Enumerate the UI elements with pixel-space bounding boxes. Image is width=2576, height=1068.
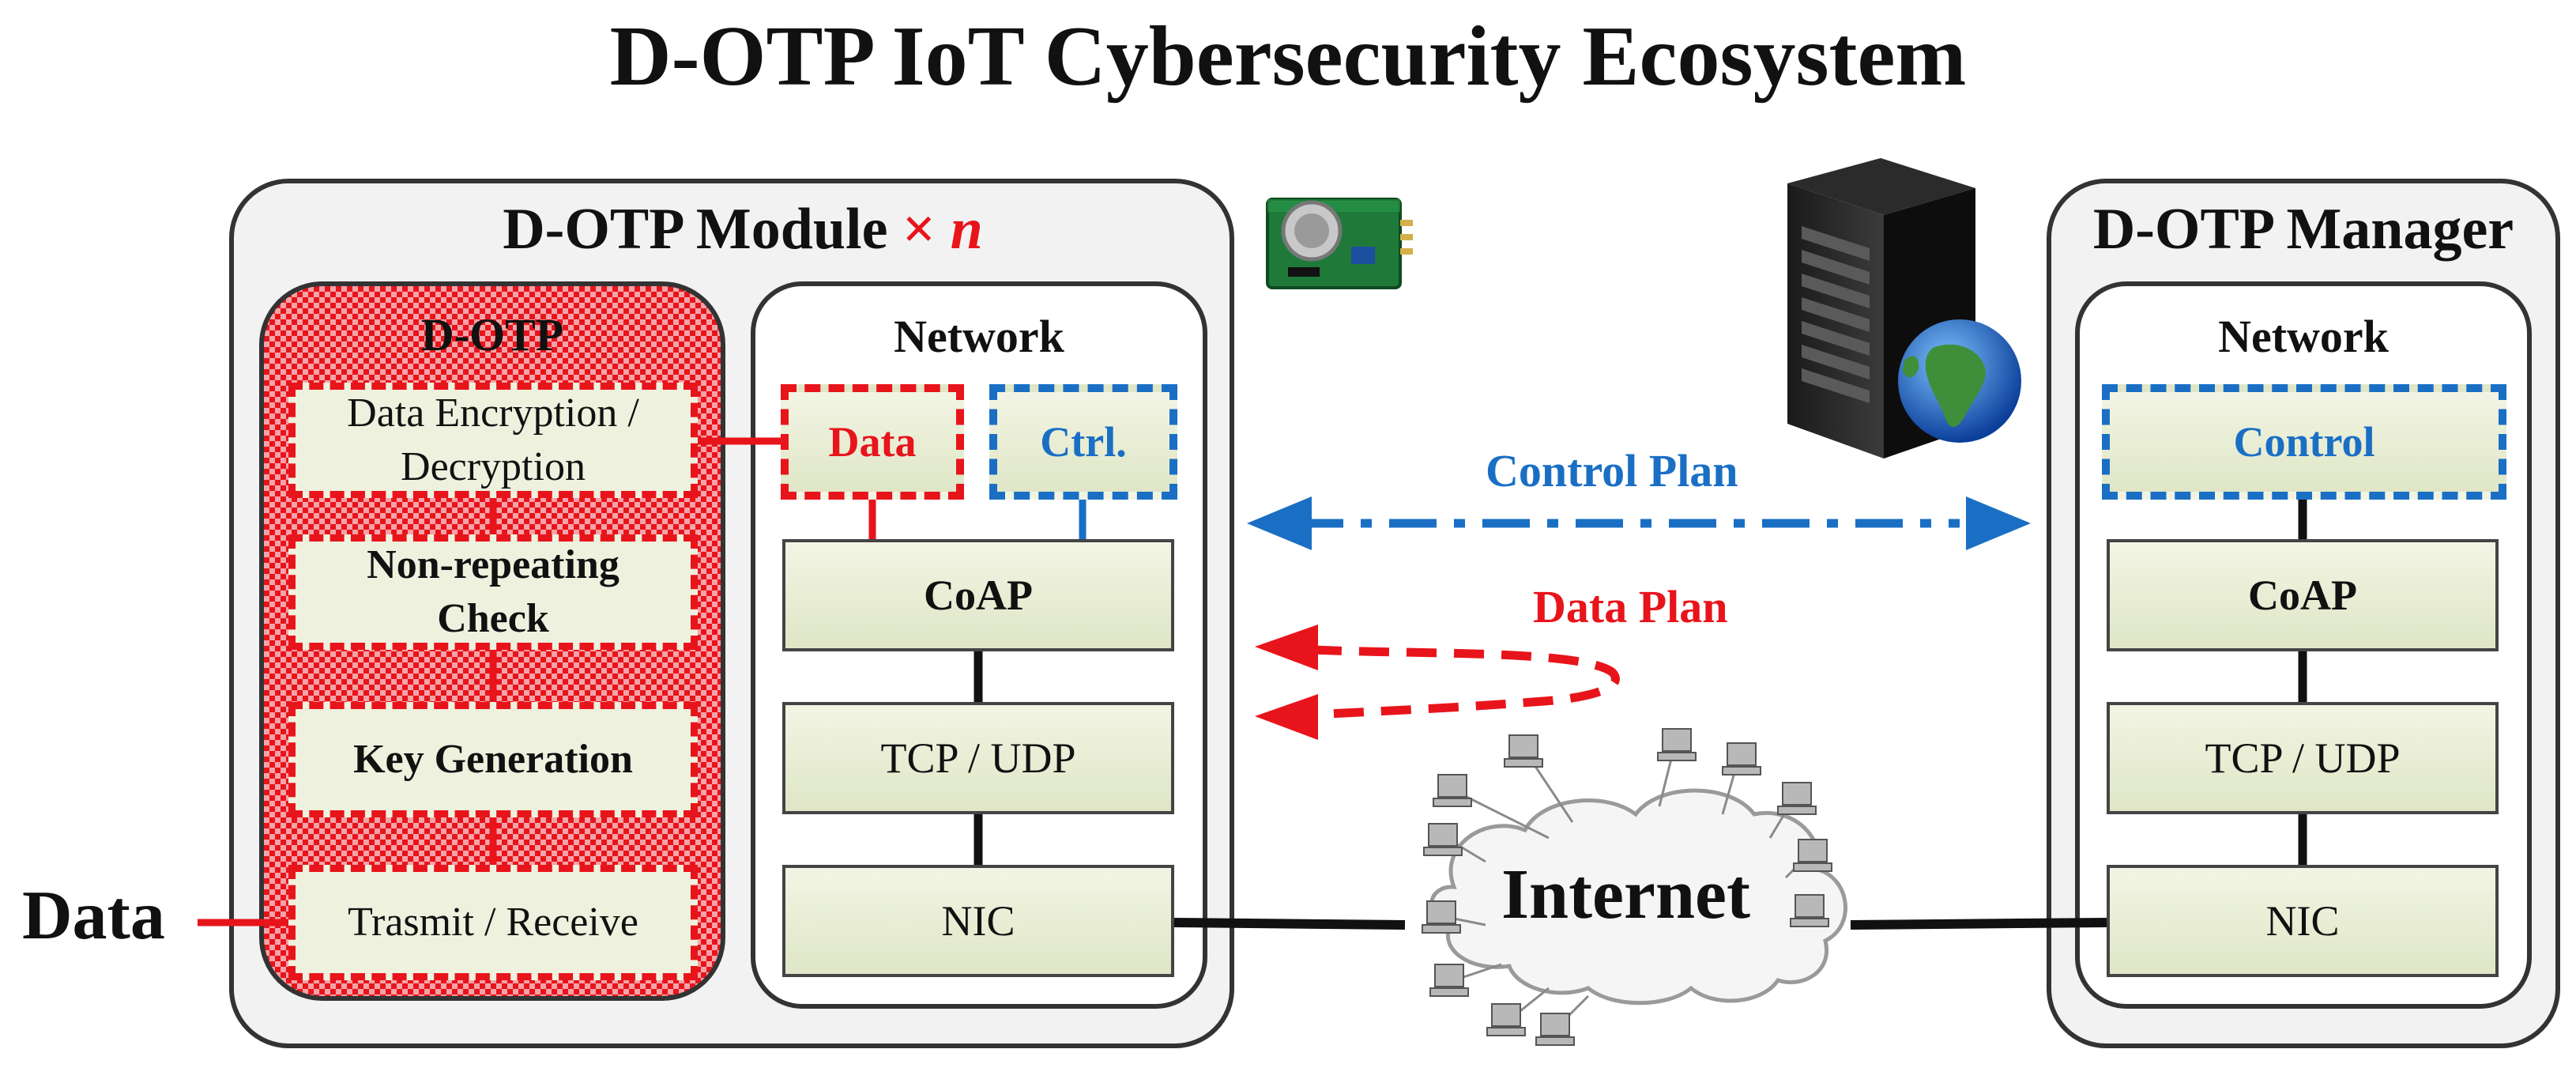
manager-network-title: Network bbox=[2218, 311, 2389, 362]
dotp-module-title: D-OTP Module × n bbox=[443, 196, 1043, 263]
computer-icon bbox=[1423, 823, 1463, 856]
computer-icon bbox=[1429, 964, 1469, 997]
module-network-title: Network bbox=[894, 311, 1064, 362]
manager-coap-layer: CoAP bbox=[2107, 539, 2499, 651]
module-nic-layer: NIC bbox=[782, 865, 1174, 977]
internet-label: Internet bbox=[1501, 855, 1750, 934]
computer-icon bbox=[1657, 728, 1697, 761]
computer-icon bbox=[1777, 782, 1817, 815]
module-title-text: D-OTP Module bbox=[503, 197, 888, 262]
multiplier-symbol: × bbox=[902, 197, 936, 262]
data-input-label: Data bbox=[22, 877, 165, 954]
module-network-connectors bbox=[868, 500, 1087, 865]
encryption-step-line2: Decryption bbox=[401, 444, 586, 489]
key-generation-label: Key Generation bbox=[353, 737, 633, 783]
server-bays bbox=[1802, 226, 1870, 403]
sensor-module-icon bbox=[1266, 198, 1413, 289]
encryption-step: Data Encryption / Decryption bbox=[288, 383, 698, 498]
manager-nic-layer: NIC bbox=[2107, 865, 2499, 977]
control-arrowhead-right bbox=[1966, 496, 2031, 550]
computer-icon bbox=[1504, 734, 1543, 768]
manager-control-box: Control bbox=[2102, 384, 2506, 500]
nic-internet-link-left bbox=[1173, 918, 1406, 930]
multiplier-var: n bbox=[950, 197, 983, 262]
data-plan-line bbox=[1311, 645, 1620, 719]
nic-internet-link-right bbox=[1850, 918, 2107, 930]
transmit-receive-label: Trasmit / Receive bbox=[348, 900, 638, 945]
diagram-title: D-OTP IoT Cybersecurity Ecosystem bbox=[609, 9, 1967, 104]
server-globe-icon bbox=[1787, 158, 2021, 459]
encryption-step-line1: Data Encryption / bbox=[347, 391, 639, 436]
computer-icon bbox=[1793, 839, 1832, 872]
cloud-icon bbox=[1429, 788, 1847, 1006]
computer-icon bbox=[1790, 894, 1829, 927]
computer-icon bbox=[1722, 742, 1761, 776]
dotp-core-title: D-OTP bbox=[420, 309, 564, 360]
ctrl-channel-box: Ctrl. bbox=[989, 384, 1177, 500]
dotp-step-connectors bbox=[198, 437, 781, 926]
data-channel-box: Data bbox=[781, 384, 964, 500]
control-plan-arrow bbox=[1247, 496, 2031, 550]
computer-icon bbox=[1486, 1003, 1526, 1036]
data-plan-arrow bbox=[1255, 625, 1620, 740]
manager-title: D-OTP Manager bbox=[2092, 197, 2514, 262]
computer-icons bbox=[1422, 728, 1832, 1046]
module-coap-layer: CoAP bbox=[782, 539, 1174, 651]
control-arrowhead-left bbox=[1247, 496, 1312, 550]
non-repeating-line2: Check bbox=[437, 596, 549, 641]
data-arrowhead-lower bbox=[1255, 694, 1318, 740]
data-arrowhead-upper bbox=[1255, 625, 1318, 670]
module-tcp-udp-layer: TCP / UDP bbox=[782, 702, 1174, 814]
manager-tcp-udp-layer: TCP / UDP bbox=[2107, 702, 2499, 814]
computer-icon bbox=[1422, 900, 1461, 934]
computer-icon bbox=[1535, 1013, 1575, 1046]
control-plan-label: Control Plan bbox=[1486, 445, 1738, 496]
transmit-receive-step: Trasmit / Receive bbox=[288, 865, 698, 980]
computer-icon bbox=[1433, 774, 1472, 807]
key-generation-step: Key Generation bbox=[288, 702, 698, 817]
non-repeating-line1: Non-repeating bbox=[367, 542, 620, 588]
data-plan-label: Data Plan bbox=[1533, 581, 1728, 632]
